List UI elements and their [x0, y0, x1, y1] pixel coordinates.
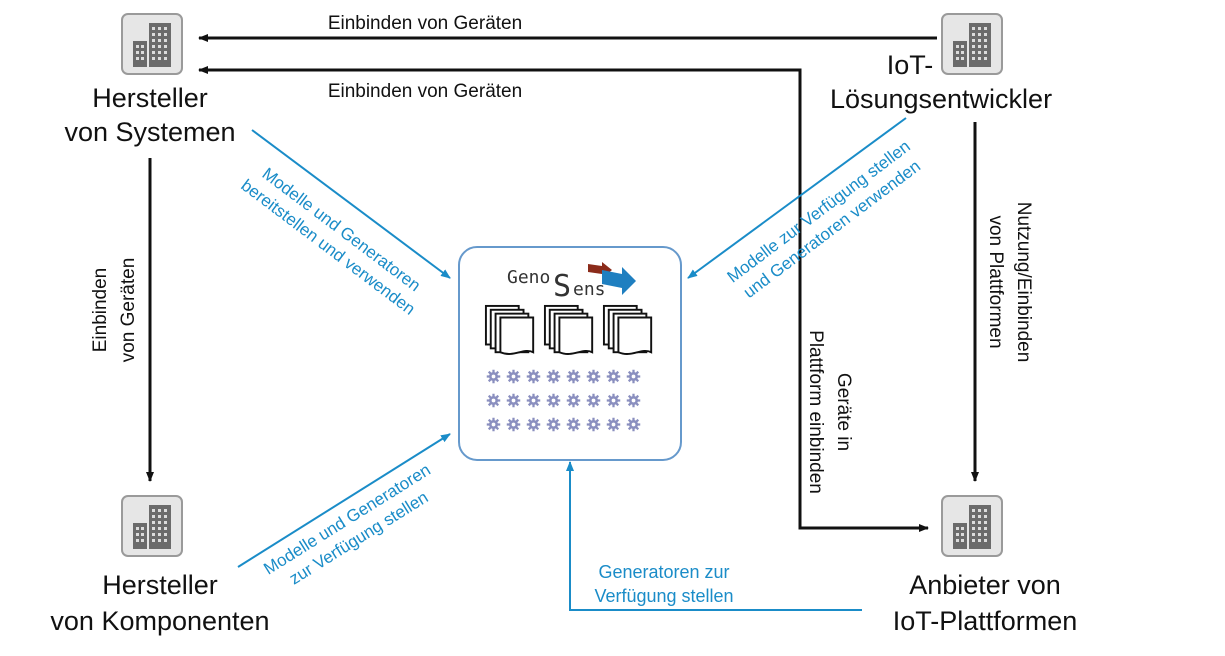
label-diag-top-left-line2: bereitstellen und verwenden — [237, 176, 418, 319]
genosens-logo: Geno S ens — [507, 262, 636, 304]
arrow-bottom — [566, 461, 862, 611]
label-diag-top-left: Modelle und Generatoren bereitstellen un… — [237, 164, 424, 319]
label-right-vertical: Nutzung/Einbinden von Plattformen — [985, 202, 1034, 363]
gear-icon — [526, 393, 541, 408]
label-platform-vertical-line2: Plattform einbinden — [805, 330, 826, 494]
document-stacks — [484, 304, 653, 355]
label-left-vertical-line1: Einbinden — [90, 268, 111, 353]
label-right-vertical-line1: Nutzung/Einbinden — [1013, 202, 1034, 363]
gear-icon — [546, 417, 561, 432]
gear-icon — [506, 417, 521, 432]
actor-label-component-manufacturer-line2: von Komponenten — [50, 606, 269, 636]
building-icon-iot-platform-provider — [941, 495, 1003, 557]
gear-icon — [606, 369, 621, 384]
actor-label-component-manufacturer-line1: Hersteller — [102, 570, 218, 600]
label-diag-bottom-left: Modelle und Generatoren zur Verfügung st… — [260, 460, 434, 588]
label-diag-bottom-left-line1: Modelle und Generatoren — [260, 460, 434, 578]
arrow-diag-bottom-left — [237, 433, 451, 568]
gear-icon — [546, 369, 561, 384]
label-diag-top-right-line2: und Generatoren verwenden — [740, 156, 924, 301]
gear-icon — [586, 393, 601, 408]
building-icon-iot-solution-developer — [941, 13, 1003, 75]
gear-icon — [606, 417, 621, 432]
document-stack-icon — [602, 304, 653, 355]
logo-arrows-icon — [588, 262, 636, 295]
gear-icon — [486, 417, 501, 432]
actor-label-iot-platform-provider-line2: IoT-Plattformen — [893, 606, 1078, 636]
gear-icon — [626, 369, 641, 384]
gear-icon — [566, 393, 581, 408]
gear-icon — [566, 417, 581, 432]
gear-icon — [606, 393, 621, 408]
label-left-vertical: Einbinden von Geräten — [90, 258, 139, 363]
label-platform-vertical: Geräte in Plattform einbinden — [805, 330, 854, 494]
building-icon-system-manufacturer — [121, 13, 183, 75]
genosens-box: Geno S ens — [458, 246, 682, 461]
gear-icon — [526, 369, 541, 384]
label-diag-top-right: Modelle zur Verfügung stellen und Genera… — [724, 137, 925, 302]
gear-icon — [486, 393, 501, 408]
label-left-vertical-line2: von Geräten — [118, 258, 139, 363]
gear-icon — [506, 393, 521, 408]
gear-icon — [626, 417, 641, 432]
gear-icon — [526, 417, 541, 432]
gear-icon — [546, 393, 561, 408]
gear-icon — [506, 369, 521, 384]
label-right-vertical-line2: von Plattformen — [985, 215, 1006, 348]
actor-label-iot-solution-developer-line1: IoT- — [887, 50, 934, 80]
logo-text-big: S — [553, 269, 571, 304]
gear-icon — [486, 369, 501, 384]
actor-label-iot-solution-developer-line2: Lösungsentwickler — [830, 84, 1052, 114]
actor-label-system-manufacturer-line1: Hersteller — [92, 83, 208, 113]
gear-icon — [626, 393, 641, 408]
gear-icon — [566, 369, 581, 384]
actor-label-system-manufacturer-line2: von Systemen — [64, 117, 235, 147]
label-diag-top-left-line1: Modelle und Generatoren — [259, 164, 424, 295]
label-top-outer: Einbinden von Geräten — [328, 13, 522, 34]
actor-label-iot-platform-provider-line1: Anbieter von — [909, 570, 1061, 600]
building-icon-component-manufacturer — [121, 495, 183, 557]
gear-icon — [586, 369, 601, 384]
label-diag-top-right-line1: Modelle zur Verfügung stellen — [724, 137, 914, 287]
arrow-diag-top-left — [251, 129, 451, 279]
logo-text-left: Geno — [507, 267, 550, 288]
label-bottom-line1: Generatoren zur — [598, 562, 729, 582]
gear-icon — [586, 417, 601, 432]
label-platform-vertical-line1: Geräte in — [833, 373, 854, 451]
logo-text-right: ens — [573, 279, 606, 300]
document-stack-icon — [484, 304, 535, 355]
label-top-inner: Einbinden von Geräten — [328, 81, 522, 102]
arrow-diag-top-right — [687, 117, 907, 279]
label-bottom-line2: Verfügung stellen — [594, 586, 733, 606]
document-stack-icon — [543, 304, 594, 355]
